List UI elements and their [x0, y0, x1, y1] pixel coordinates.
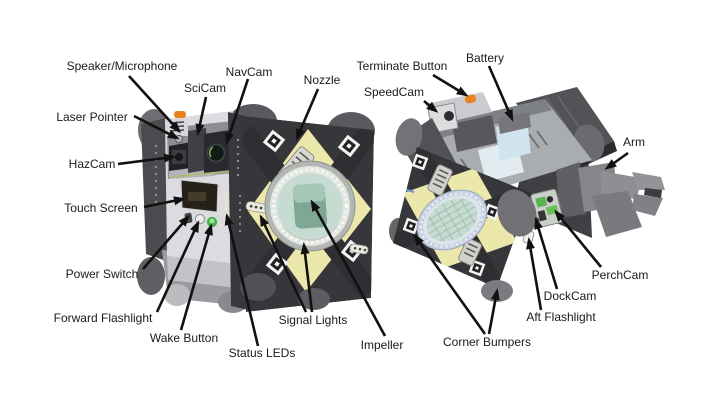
label-speaker-microphone: Speaker/Microphone [67, 59, 178, 73]
corner-bumper [137, 257, 165, 295]
terminate-button [464, 94, 477, 104]
label-arm: Arm [623, 135, 645, 149]
ar-tag [262, 129, 286, 153]
impeller-intake-aft [416, 189, 488, 251]
arrow-arm [604, 151, 629, 170]
scicam-housing [188, 128, 206, 173]
edge-vents [236, 138, 242, 233]
label-power-switch: Power Switch [66, 267, 139, 281]
label-terminate-button: Terminate Button [357, 59, 448, 73]
speedcam-lens [444, 111, 454, 121]
arrow-laser-pointer [133, 114, 180, 140]
label-impeller: Impeller [361, 338, 404, 352]
astrobee-aft-view [389, 87, 665, 302]
arrow-wake-button [179, 223, 213, 331]
arrow-dockcam [534, 217, 559, 290]
hazcam-aperture [175, 153, 183, 161]
left-edge-panel [141, 118, 169, 262]
arrow-hazcam [117, 153, 176, 166]
arrow-signal-lights-1 [259, 214, 308, 313]
navcam-glint [208, 146, 214, 158]
impeller-intake [264, 160, 356, 252]
gripper-jaw-upper [632, 172, 665, 190]
perching-arm [556, 162, 665, 237]
label-battery: Battery [466, 51, 504, 65]
corner-bumper [298, 288, 330, 310]
arrow-corner-bumpers-2 [413, 233, 487, 335]
label-laser-pointer: Laser Pointer [56, 110, 127, 124]
corner-bumper [497, 189, 537, 237]
label-aft-flashlight: Aft Flashlight [526, 310, 596, 324]
signal-light-ring [272, 168, 348, 244]
bay-accent-line [168, 170, 235, 178]
arrow-speaker-microphone [128, 75, 182, 134]
arrow-impeller [310, 199, 387, 337]
arrow-scicam [195, 96, 208, 136]
foot [164, 284, 190, 306]
label-wake-button: Wake Button [150, 331, 218, 345]
front-face-lower [167, 256, 237, 288]
callout-labels: Speaker/Microphone SciCam NavCam Nozzle … [54, 51, 649, 360]
ar-tag [483, 203, 501, 221]
forward-flashlight-lens [194, 213, 206, 225]
ar-tag [402, 217, 420, 235]
arrow-speedcam [423, 100, 439, 113]
signal-light-strip [349, 243, 369, 255]
impeller-hub [292, 183, 328, 229]
arrow-signal-lights-2 [300, 242, 314, 313]
gripper-gap [644, 188, 662, 198]
arrow-battery [487, 65, 514, 122]
label-nozzle: Nozzle [304, 73, 341, 87]
ar-tag [411, 153, 429, 171]
arrow-perchcam [554, 209, 603, 268]
impeller-mesh [422, 194, 482, 246]
arrow-status-leds [224, 213, 260, 347]
arrow-terminate-button [432, 73, 469, 97]
label-navcam: NavCam [226, 65, 273, 79]
arrow-touch-screen [143, 196, 186, 209]
wake-button-highlight [209, 218, 215, 224]
arrow-navcam [225, 78, 250, 145]
arrow-corner-bumpers-1 [487, 288, 500, 335]
nozzle-strip [427, 164, 453, 196]
arrow-aft-flashlight [526, 237, 543, 311]
arrow-nozzle [295, 88, 320, 141]
gripper-jaw-lower [632, 194, 663, 216]
label-scicam: SciCam [184, 81, 226, 95]
label-status-leds: Status LEDs [229, 346, 296, 360]
front-right-edge [228, 112, 248, 310]
left-edge-vents [154, 144, 158, 204]
label-forward-flashlight: Forward Flashlight [54, 311, 153, 325]
label-hazcam: HazCam [69, 157, 116, 171]
screen-glare [188, 192, 206, 201]
label-dockcam: DockCam [544, 289, 597, 303]
label-touch-screen: Touch Screen [64, 201, 137, 215]
ar-tag [337, 134, 361, 158]
label-perchcam: PerchCam [592, 268, 649, 282]
top-orange-marker [174, 111, 186, 118]
label-speedcam: SpeedCam [364, 85, 424, 99]
nozzle-strip [458, 238, 482, 266]
corner-bumper [240, 273, 276, 301]
corner-bumper [395, 118, 423, 156]
avionics-wedge [452, 115, 497, 152]
astrobee-forward-view [137, 104, 375, 313]
label-signal-lights: Signal Lights [279, 313, 348, 327]
callout-arrows [117, 65, 629, 347]
label-corner-bumpers: Corner Bumpers [443, 335, 531, 349]
arrow-forward-flashlight [155, 220, 200, 313]
arrow-power-switch [142, 214, 190, 270]
